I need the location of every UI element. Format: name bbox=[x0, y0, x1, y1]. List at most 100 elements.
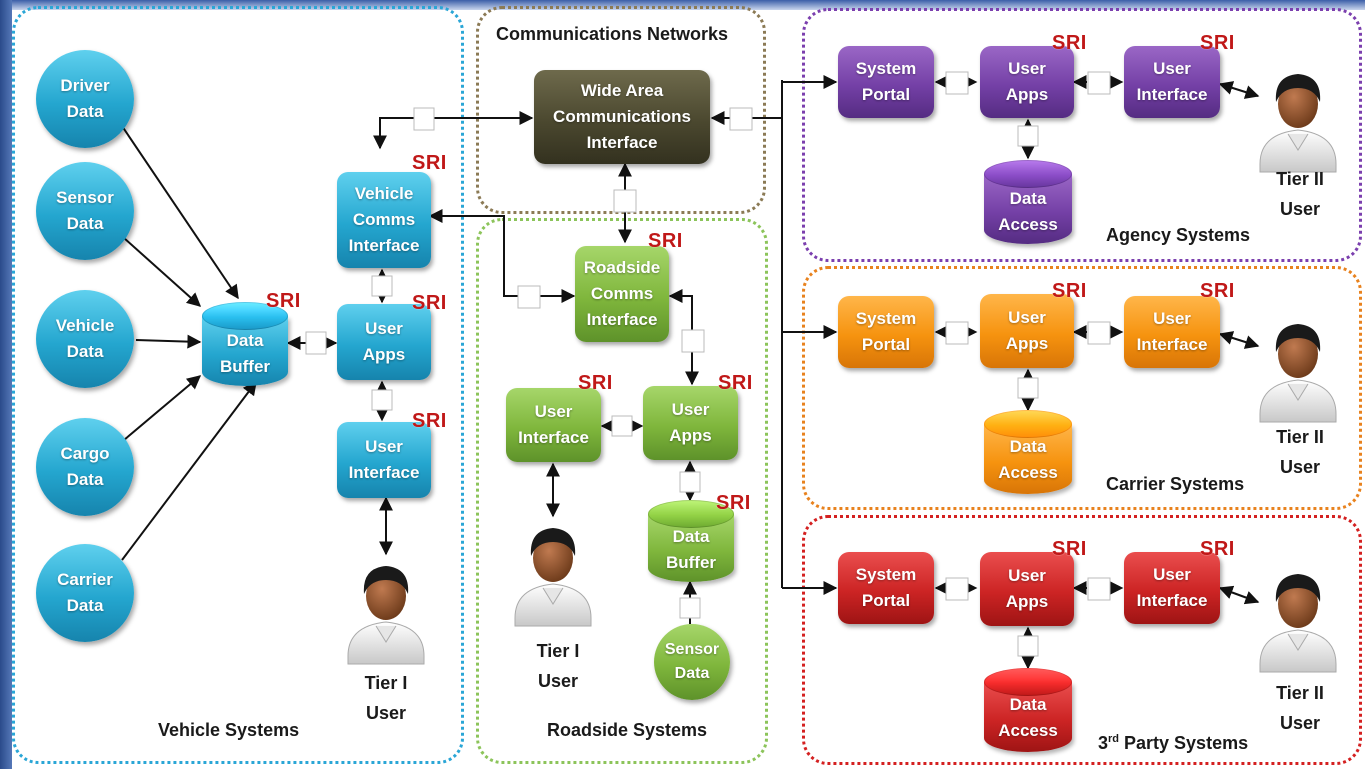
agency-data-access[interactable]: Data Access bbox=[984, 160, 1072, 244]
interface-tag bbox=[1087, 321, 1111, 345]
roadside-tier1-user-label: Tier I User bbox=[536, 641, 580, 691]
interface-tag bbox=[1087, 71, 1111, 95]
communications-networks-label: Communications Networks bbox=[496, 24, 729, 44]
driver-data-source[interactable]: Driver Data bbox=[36, 50, 134, 148]
vehicle-user-apps[interactable]: User Apps bbox=[337, 304, 431, 380]
vehicle-data-to-buffer-arrow bbox=[135, 334, 202, 349]
agency-tier2-user-icon bbox=[1259, 73, 1337, 173]
carrier-tier2-user-label: Tier II User bbox=[1276, 427, 1324, 477]
sensor-to-buffer-arrow bbox=[123, 237, 202, 307]
interface-tag bbox=[305, 331, 327, 355]
third-party-data-access-label: Data Access bbox=[998, 695, 1058, 740]
third-party-data-access[interactable]: Data Access bbox=[984, 668, 1072, 752]
interface-tag bbox=[517, 285, 541, 309]
sri-badge: SRI bbox=[1200, 280, 1235, 302]
cylinder-top bbox=[984, 410, 1072, 438]
third-party-user-interface[interactable]: User Interface bbox=[1124, 552, 1220, 624]
agency-systems-region bbox=[802, 8, 1362, 262]
interface-tag bbox=[945, 71, 969, 95]
cylinder-top bbox=[984, 160, 1072, 188]
carrier-data-access[interactable]: Data Access bbox=[984, 410, 1072, 494]
vehicle-comms-interface[interactable]: Vehicle Comms Interface bbox=[337, 172, 431, 268]
third-party-tier2-user-icon bbox=[1259, 573, 1337, 673]
roadside-data-buffer[interactable]: Data Buffer bbox=[648, 500, 734, 582]
interface-tag bbox=[611, 415, 633, 437]
agency-data-access-label: Data Access bbox=[998, 189, 1058, 234]
sri-badge: SRI bbox=[718, 372, 753, 394]
third-party-systems-label: 3rd Party Systems bbox=[1098, 733, 1249, 753]
sri-badge: SRI bbox=[1052, 32, 1087, 54]
third-party-ui-user-link bbox=[1218, 585, 1260, 605]
roadside-comms-interface[interactable]: Roadside Comms Interface bbox=[575, 246, 669, 342]
interface-tag bbox=[681, 329, 705, 353]
roadside-user-interface[interactable]: User Interface bbox=[506, 388, 601, 462]
agency-systems-label: Agency Systems bbox=[1106, 225, 1251, 245]
carrier-system-portal[interactable]: System Portal bbox=[838, 296, 934, 368]
sri-badge: SRI bbox=[578, 372, 613, 394]
agency-user-interface[interactable]: User Interface bbox=[1124, 46, 1220, 118]
third-party-systems-region bbox=[802, 515, 1362, 765]
interface-tag bbox=[371, 275, 393, 297]
roadside-user-apps[interactable]: User Apps bbox=[643, 386, 738, 460]
carrier-systems-region bbox=[802, 266, 1362, 510]
cylinder-top bbox=[648, 500, 734, 528]
agency-system-portal[interactable]: System Portal bbox=[838, 46, 934, 118]
carrier-data-to-buffer-arrow bbox=[121, 380, 257, 561]
cylinder-top bbox=[202, 302, 288, 330]
vehicle-data-buffer-label: Data Buffer bbox=[219, 331, 271, 376]
agency-user-apps[interactable]: User Apps bbox=[980, 46, 1074, 118]
cargo-data-source[interactable]: Cargo Data bbox=[36, 418, 134, 516]
sri-badge: SRI bbox=[412, 410, 447, 432]
agency-ui-user-link bbox=[1218, 81, 1260, 99]
sri-badge: SRI bbox=[716, 492, 751, 514]
vehicle-user-interface[interactable]: User Interface bbox=[337, 422, 431, 498]
carrier-user-apps[interactable]: User Apps bbox=[980, 294, 1074, 368]
cargo-to-buffer-arrow bbox=[123, 375, 202, 441]
carrier-data-source[interactable]: Carrier Data bbox=[36, 544, 134, 642]
third-party-user-apps[interactable]: User Apps bbox=[980, 552, 1074, 626]
third-party-tier2-user-label: Tier II User bbox=[1276, 683, 1324, 733]
interface-tag bbox=[1087, 577, 1111, 601]
sri-badge: SRI bbox=[1200, 538, 1235, 560]
slide-top-band bbox=[0, 0, 1365, 10]
sri-badge: SRI bbox=[412, 152, 447, 174]
vehicle-systems-label: Vehicle Systems bbox=[158, 720, 300, 740]
interface-tag bbox=[729, 107, 753, 131]
carrier-systems-label: Carrier Systems bbox=[1106, 474, 1245, 494]
carrier-ui-user-link bbox=[1218, 331, 1260, 349]
vehicle-data-source[interactable]: Vehicle Data bbox=[36, 290, 134, 388]
roadside-tier1-user-icon bbox=[514, 527, 592, 627]
roadside-data-buffer-label: Data Buffer bbox=[665, 527, 717, 572]
sri-badge: SRI bbox=[1200, 32, 1235, 54]
interface-tag bbox=[413, 107, 435, 131]
carrier-user-interface[interactable]: User Interface bbox=[1124, 296, 1220, 368]
wide-area-communications-interface[interactable]: Wide Area Communications Interface bbox=[534, 70, 710, 164]
vehicle-tier1-user-label: Tier I User bbox=[364, 673, 408, 723]
interface-tag bbox=[679, 597, 701, 619]
sri-badge: SRI bbox=[412, 292, 447, 314]
interface-tag bbox=[1017, 377, 1039, 399]
sri-badge: SRI bbox=[1052, 280, 1087, 302]
vehicle-tier1-user-icon bbox=[347, 565, 425, 665]
interface-tag bbox=[945, 577, 969, 601]
carrier-data-access-label: Data Access bbox=[998, 437, 1058, 482]
interface-tag bbox=[613, 189, 637, 213]
third-party-system-portal[interactable]: System Portal bbox=[838, 552, 934, 624]
interface-tag bbox=[1017, 125, 1039, 147]
roadside-sensor-data[interactable]: Sensor Data bbox=[654, 624, 730, 700]
vehicle-data-buffer[interactable]: Data Buffer bbox=[202, 302, 288, 386]
interface-tag bbox=[371, 389, 393, 411]
roadside-systems-label: Roadside Systems bbox=[547, 720, 708, 740]
cylinder-top bbox=[984, 668, 1072, 696]
slide-side-band bbox=[0, 0, 12, 769]
interface-tag bbox=[1017, 635, 1039, 657]
vehicle-comms-wide-area-link bbox=[373, 111, 534, 150]
roadside-comms-apps-link bbox=[668, 289, 699, 386]
driver-to-buffer-arrow bbox=[121, 125, 239, 300]
sensor-data-source[interactable]: Sensor Data bbox=[36, 162, 134, 260]
vehicle-systems-region bbox=[12, 6, 464, 764]
sri-badge: SRI bbox=[1052, 538, 1087, 560]
sri-badge: SRI bbox=[266, 290, 301, 312]
